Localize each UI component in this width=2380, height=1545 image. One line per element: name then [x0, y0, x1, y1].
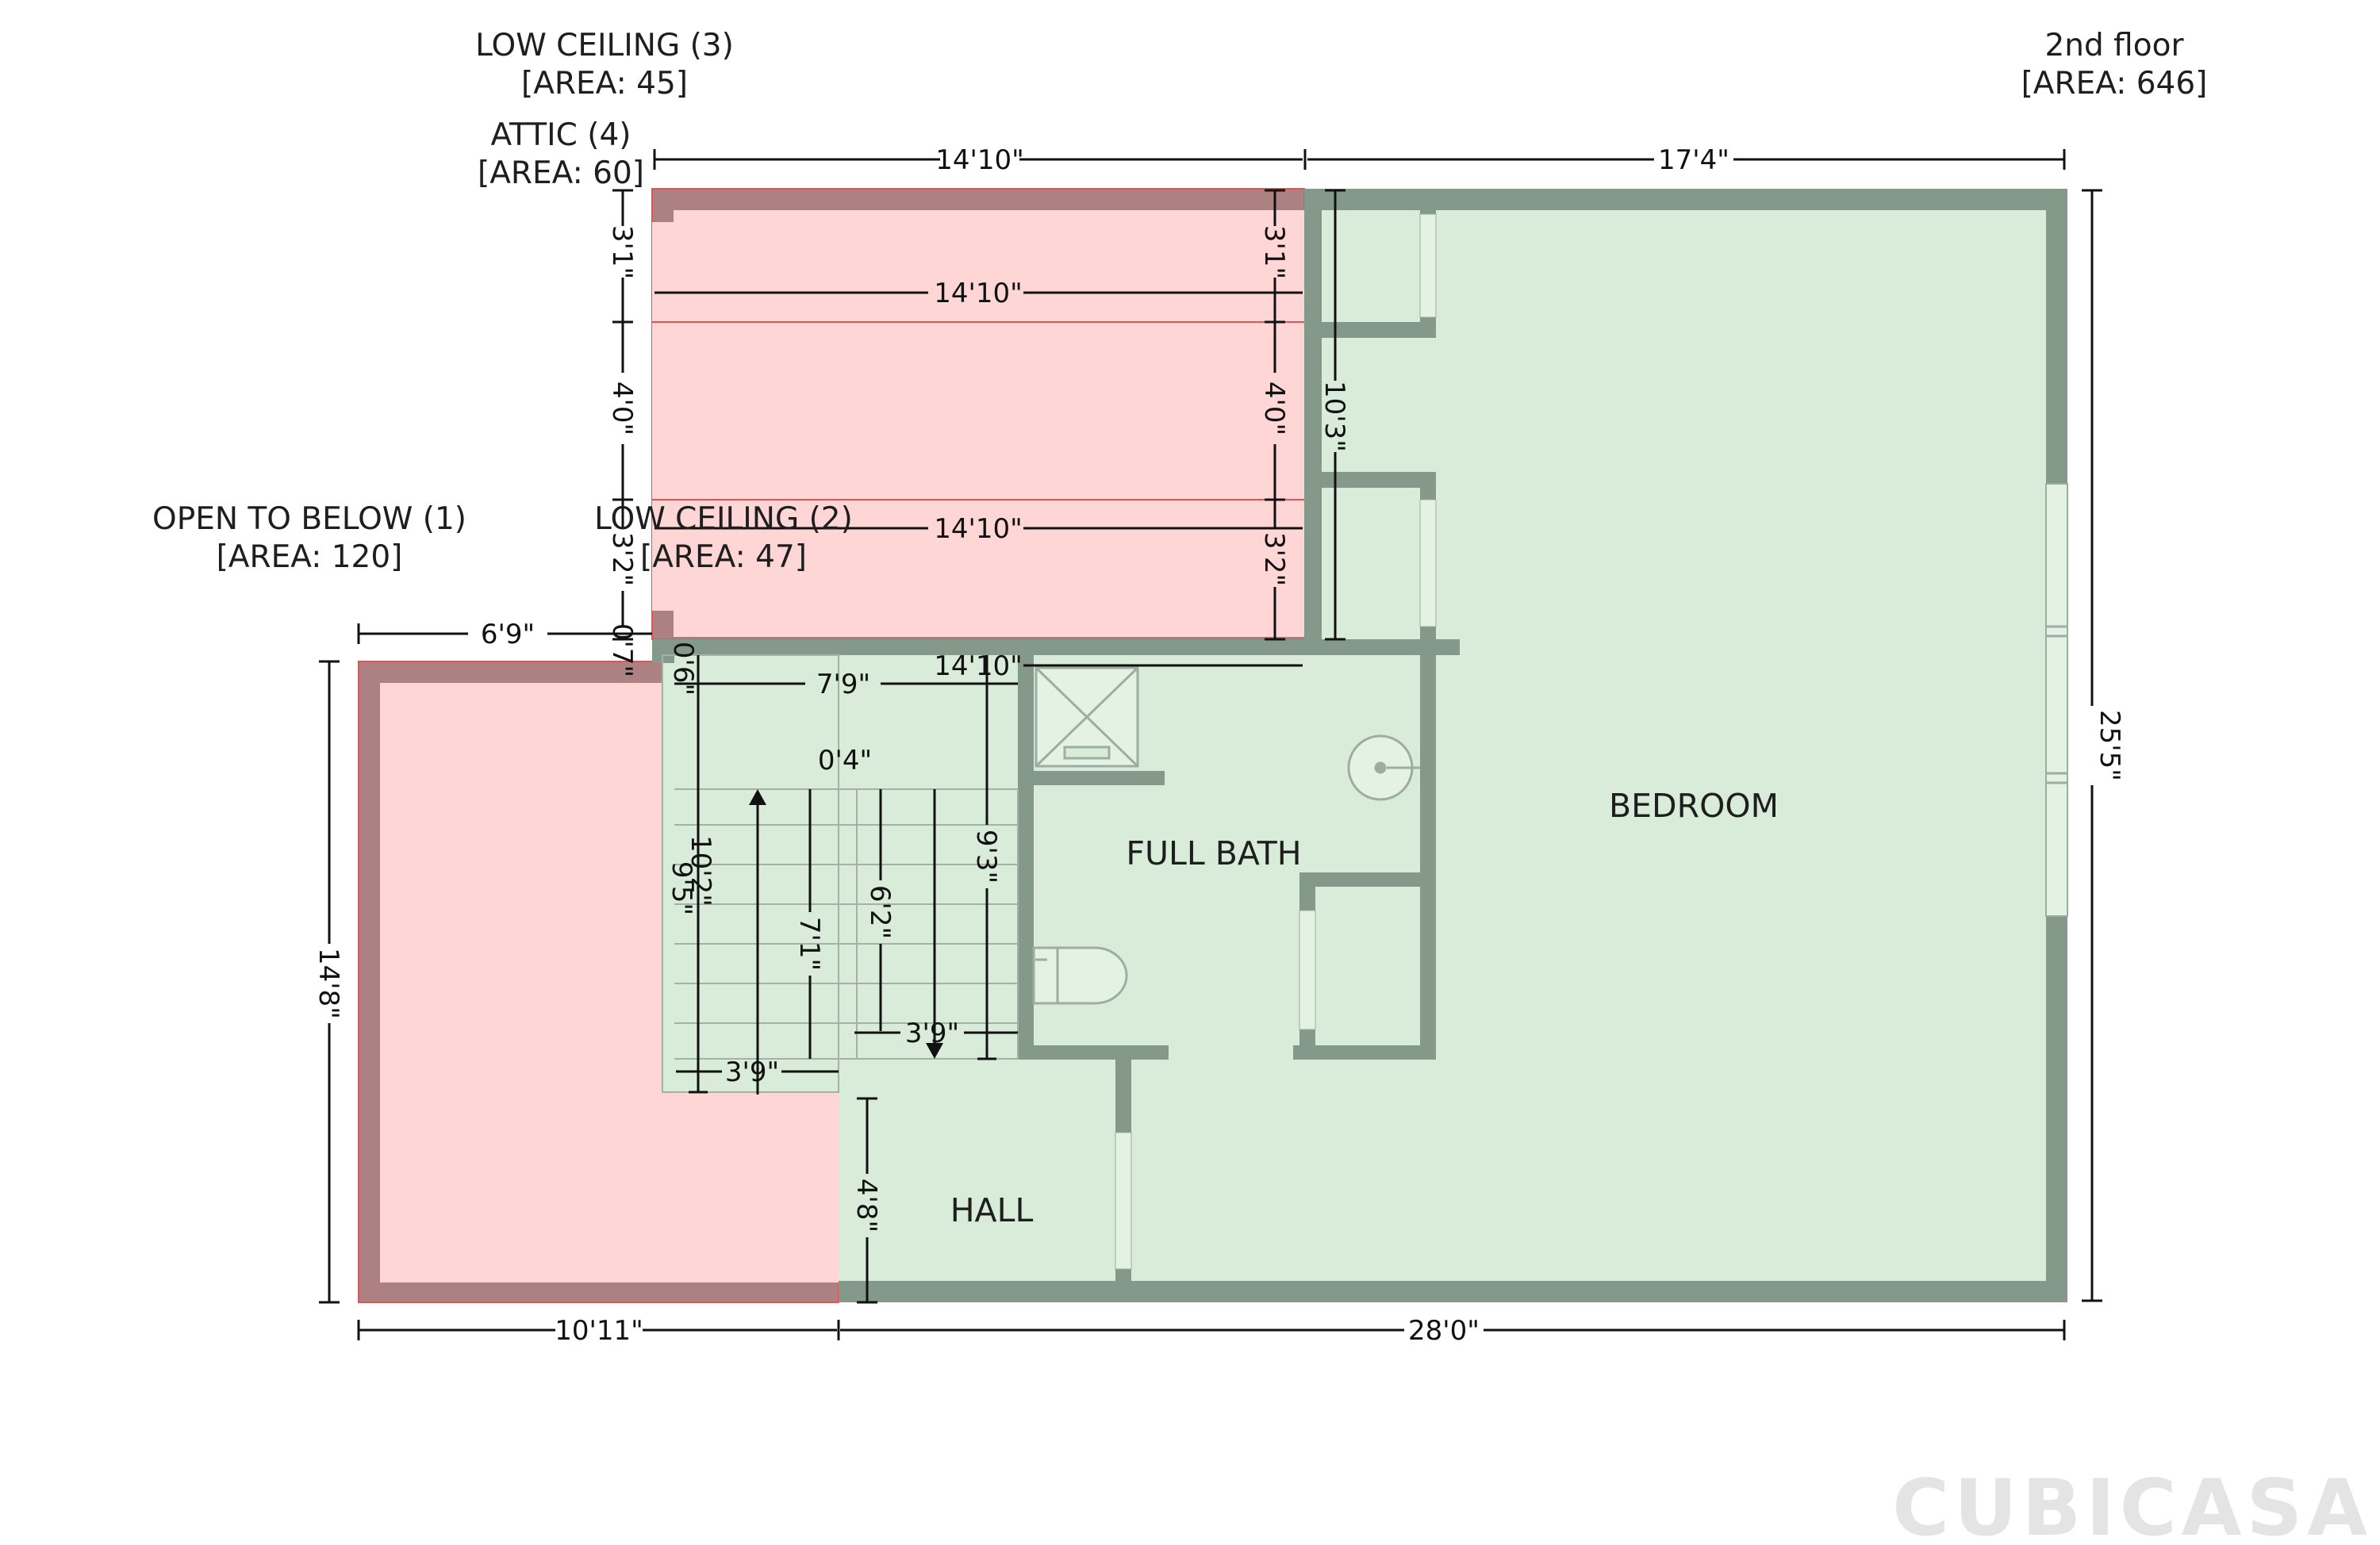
- zone-area-attic-4: [AREA: 60]: [478, 155, 644, 191]
- dim-attic-left-4: 0'7": [606, 623, 638, 677]
- dim-stair-62: 6'2": [864, 885, 896, 939]
- dim-attic-right-3: 3'2": [1258, 532, 1290, 586]
- dim-top-right: 17'4": [1658, 144, 1729, 176]
- open-to-below-zone: [358, 661, 839, 1303]
- dim-attic-row-3: 14'10": [934, 650, 1023, 682]
- room-label-hall: HALL: [950, 1191, 1034, 1229]
- room-label-full-bath: FULL BATH: [1126, 834, 1301, 872]
- sink-icon: [1347, 734, 1420, 801]
- dim-attic-row-1: 14'10": [934, 278, 1023, 309]
- zone-label-low-ceiling-3: LOW CEILING (3): [475, 28, 734, 63]
- dim-stair-93: 9'3": [970, 830, 1002, 884]
- dim-attic-right-2: 4'0": [1258, 381, 1290, 435]
- dim-stair-w1: 3'9": [725, 1056, 779, 1088]
- zone-label-open-to-below-1: OPEN TO BELOW (1): [152, 501, 466, 537]
- dim-hall-h: 4'8": [850, 1179, 882, 1233]
- dim-stair-top: 7'9": [816, 669, 870, 700]
- toilet-icon: [1032, 946, 1128, 1005]
- dim-attic-row-2: 14'10": [934, 513, 1023, 545]
- attic-zone: [651, 188, 1305, 640]
- dim-top-left: 14'10": [935, 144, 1024, 176]
- zone-label-attic-4: ATTIC (4): [491, 117, 631, 153]
- dimension-lines: [319, 149, 2102, 1340]
- zone-area-low-ceiling-3: [AREA: 45]: [521, 66, 688, 102]
- room-label-bedroom: BEDROOM: [1609, 787, 1779, 825]
- dim-stair-102: 10'2": [685, 835, 716, 907]
- dim-stair-w2: 3'9": [905, 1018, 959, 1049]
- dim-stair-71: 7'1": [793, 917, 825, 971]
- zone-area-low-ceiling-2: [AREA: 47]: [640, 539, 807, 575]
- floor-area: [AREA: 646]: [2021, 66, 2208, 102]
- dim-closet-height: 10'3": [1319, 381, 1350, 452]
- zone-label-low-ceiling-2: LOW CEILING (2): [594, 501, 853, 537]
- floor-name: 2nd floor: [2044, 28, 2184, 63]
- dim-stair-6: 0'6": [667, 642, 699, 696]
- shower-icon: [1035, 666, 1139, 768]
- dim-bottom-right: 28'0": [1408, 1315, 1480, 1347]
- dim-bottom-left: 10'11": [555, 1315, 643, 1347]
- stair-up-arrow: [749, 789, 766, 805]
- dim-attic-right-1: 3'1": [1258, 225, 1290, 279]
- windows: [1115, 213, 2068, 1270]
- dim-attic-left-1: 3'1": [606, 225, 638, 279]
- stair-down-arrow: [926, 1043, 943, 1059]
- cubicasa-watermark: CUBICASA: [1892, 1463, 2372, 1545]
- zone-area-open-to-below-1: [AREA: 120]: [217, 539, 403, 575]
- dim-attic-left-3: 3'2": [606, 532, 638, 586]
- stairs: [662, 654, 1019, 1093]
- dim-left-side: 14'8": [313, 948, 344, 1019]
- dim-open-top: 6'9": [481, 619, 535, 650]
- dim-stair-95: 9'5": [666, 861, 697, 915]
- stair-arrows: [749, 789, 943, 1095]
- dim-stair-small: 0'4": [818, 745, 872, 776]
- dim-attic-left-2: 4'0": [606, 381, 638, 435]
- dim-right-side: 25'5": [2094, 710, 2125, 781]
